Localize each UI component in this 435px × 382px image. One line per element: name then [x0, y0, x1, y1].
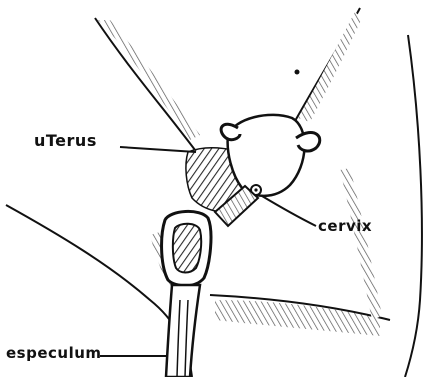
cervix-bulb — [228, 115, 305, 196]
upper-left-fold — [95, 18, 195, 150]
right-thigh-outline — [405, 35, 422, 377]
lower-right-shading — [215, 300, 380, 336]
speculum-blade-right — [296, 133, 320, 151]
uterus-label: uTerus — [34, 131, 97, 150]
speculum-blade-left — [221, 124, 240, 139]
upper-right-shading — [298, 12, 362, 122]
cervix-leader — [262, 196, 316, 226]
speculum-label: especulum — [6, 344, 102, 362]
right-ridge-shading — [340, 168, 382, 320]
speculum-handle — [166, 285, 200, 377]
speculum-head-window — [173, 224, 201, 273]
uterus-leader — [120, 147, 196, 152]
upper-left-shading — [98, 20, 200, 140]
cervix-label: cervix — [318, 217, 372, 235]
